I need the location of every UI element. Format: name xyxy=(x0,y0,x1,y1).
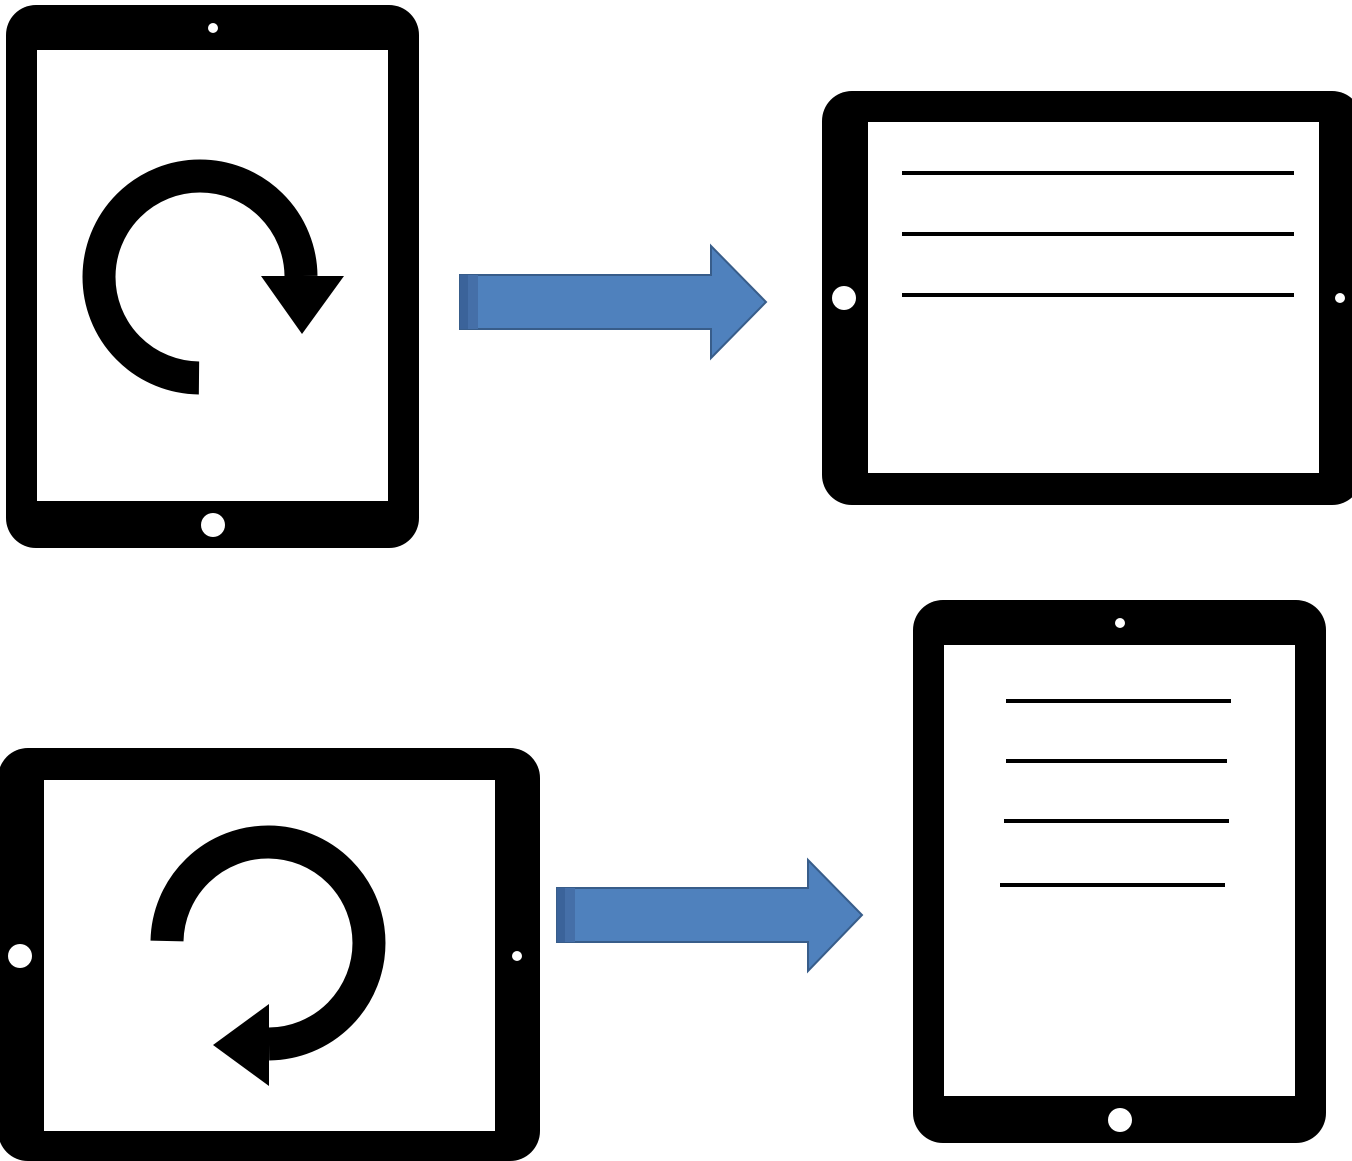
right-arrow-2 xyxy=(556,857,864,974)
front-camera-dot xyxy=(1335,293,1345,303)
right-arrow-1 xyxy=(459,243,768,361)
text-lines xyxy=(1000,699,1231,887)
tablet-portrait-text xyxy=(913,600,1326,1143)
rotate-counterclockwise-icon xyxy=(150,825,386,1086)
tablet-landscape-text xyxy=(822,91,1352,505)
home-button xyxy=(201,513,225,537)
tablet-screen xyxy=(868,122,1319,473)
tablet-portrait-rotate xyxy=(6,5,419,548)
rotate-clockwise-icon xyxy=(82,159,344,395)
front-camera-dot xyxy=(1115,618,1125,628)
tablet-landscape-rotate xyxy=(0,748,540,1161)
home-button xyxy=(832,286,856,310)
home-button xyxy=(1108,1108,1132,1132)
front-camera-dot xyxy=(208,23,218,33)
front-camera-dot xyxy=(512,951,522,961)
text-lines xyxy=(902,171,1294,297)
tablet-screen xyxy=(944,645,1295,1096)
home-button xyxy=(8,944,32,968)
